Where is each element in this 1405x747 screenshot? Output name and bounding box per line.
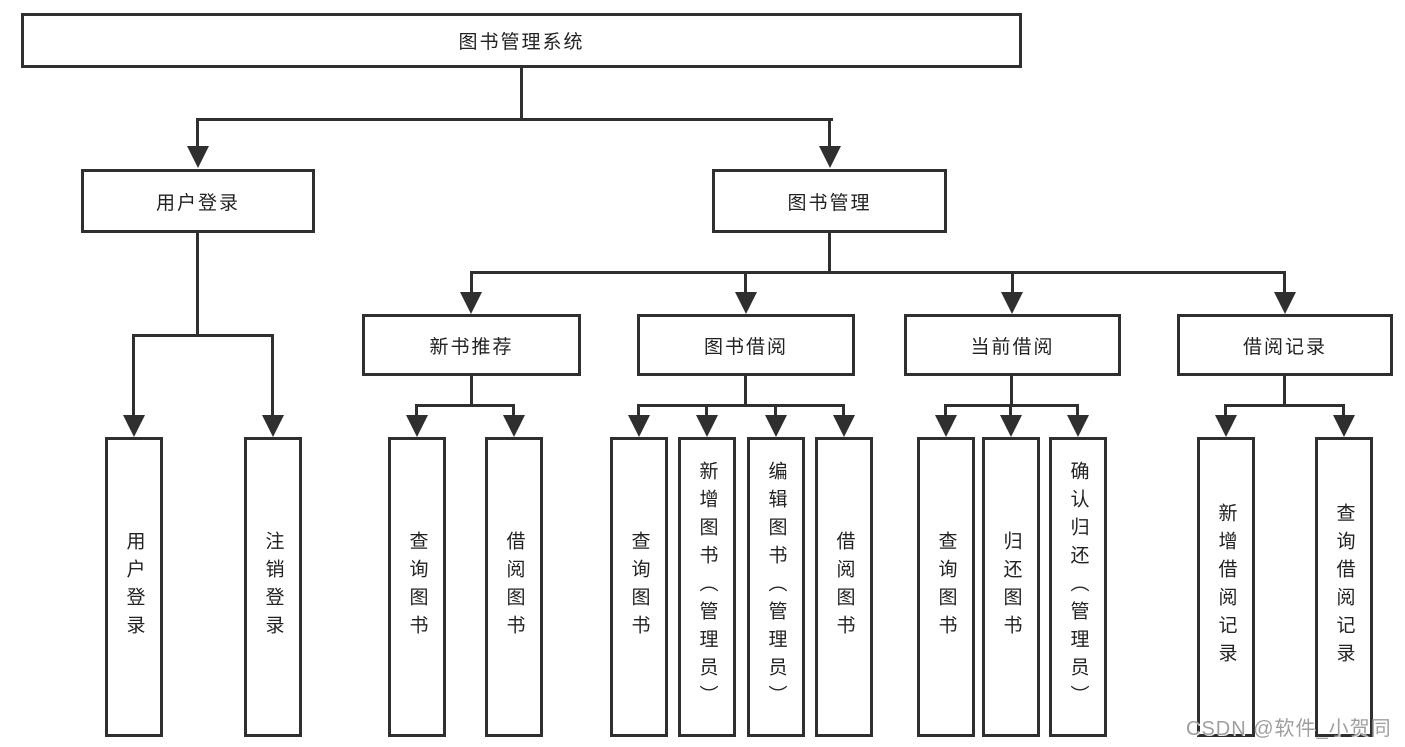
connector-line [520, 66, 523, 120]
arrowhead [1067, 415, 1089, 437]
arrowhead [833, 415, 855, 437]
connector-line [828, 118, 831, 150]
arrowhead [628, 415, 650, 437]
arrowhead [1000, 415, 1022, 437]
arrowhead [1001, 292, 1023, 314]
node-borrowing-records: 借阅记录 [1177, 314, 1393, 376]
leaf-label: 新增图书（管理员） [696, 461, 718, 713]
arrowhead [935, 415, 957, 437]
leaf-label: 用户登录 [123, 531, 145, 643]
leaf-label: 查询图书 [935, 531, 957, 643]
leaf-borrow-books: 借阅图书 [815, 437, 873, 737]
node-book-management: 图书管理 [712, 169, 947, 233]
leaf-label: 查询图书 [406, 531, 428, 643]
connector-line [271, 334, 274, 419]
arrowhead [765, 415, 787, 437]
connector-line [197, 118, 833, 121]
connector-line [1283, 376, 1286, 407]
connector-line [132, 334, 274, 337]
connector-line [774, 404, 777, 417]
leaf-user-login: 用户登录 [105, 437, 163, 737]
connector-line [1010, 376, 1013, 407]
leaf-query-books: 查询图书 [917, 437, 975, 737]
node-current-borrowing: 当前借阅 [904, 314, 1121, 376]
node-new-book-recommendation: 新书推荐 [362, 314, 581, 376]
leaf-return-books: 归还图书 [982, 437, 1040, 737]
leaf-label: 归还图书 [1000, 531, 1022, 643]
connector-line [944, 404, 947, 417]
connector-line [1283, 271, 1286, 296]
arrowhead [1333, 415, 1355, 437]
leaf-query-books: 查询图书 [610, 437, 668, 737]
arrowhead [123, 415, 145, 437]
csdn-watermark: CSDN @软件_小贺同学 [1186, 718, 1392, 740]
connector-line [470, 271, 473, 296]
connector-line [132, 334, 135, 419]
connector-line [415, 404, 515, 407]
connector-line [1224, 404, 1345, 407]
connector-line [512, 404, 515, 417]
connector-line [637, 404, 845, 407]
connector-line [705, 404, 708, 417]
leaf-label: 注销登录 [262, 531, 284, 643]
arrowhead [187, 146, 209, 168]
leaf-logout: 注销登录 [244, 437, 302, 737]
arrowhead [406, 415, 428, 437]
connector-line [744, 376, 747, 407]
node-library-system: 图书管理系统 [21, 13, 1022, 68]
connector-line [470, 376, 473, 407]
arrowhead [696, 415, 718, 437]
arrowhead [460, 292, 482, 314]
connector-line [842, 404, 845, 417]
leaf-label: 编辑图书（管理员） [765, 461, 787, 713]
connector-line [1011, 271, 1014, 296]
leaf-confirm-return-admin: 确认归还（管理员） [1049, 437, 1107, 737]
leaf-edit-book-admin: 编辑图书（管理员） [747, 437, 805, 737]
arrowhead [735, 292, 757, 314]
leaf-label: 新增借阅记录 [1215, 503, 1237, 671]
leaf-label: 借阅图书 [503, 531, 525, 643]
connector-line [415, 404, 418, 417]
node-book-borrowing: 图书借阅 [637, 314, 855, 376]
node-user-login: 用户登录 [81, 169, 315, 233]
leaf-add-book-admin: 新增图书（管理员） [678, 437, 736, 737]
connector-line [828, 233, 831, 274]
arrowhead [262, 415, 284, 437]
connector-line [470, 271, 1285, 274]
connector-line [637, 404, 640, 417]
connector-line [1342, 404, 1345, 417]
connector-line [1076, 404, 1079, 417]
connector-line [744, 271, 747, 296]
arrowhead [819, 146, 841, 168]
connector-line [196, 118, 199, 150]
arrowhead [1215, 415, 1237, 437]
leaf-add-borrow-record: 新增借阅记录 [1197, 437, 1255, 737]
connector-line [1009, 404, 1012, 417]
arrowhead [1274, 292, 1296, 314]
leaf-label: 查询图书 [628, 531, 650, 643]
leaf-query-books: 查询图书 [388, 437, 446, 737]
connector-line [1224, 404, 1227, 417]
leaf-label: 确认归还（管理员） [1067, 461, 1089, 713]
connector-line [196, 233, 199, 337]
leaf-borrow-books: 借阅图书 [485, 437, 543, 737]
leaf-label: 查询借阅记录 [1333, 503, 1355, 671]
leaf-query-borrow-record: 查询借阅记录 [1315, 437, 1373, 737]
leaf-label: 借阅图书 [833, 531, 855, 643]
arrowhead [503, 415, 525, 437]
